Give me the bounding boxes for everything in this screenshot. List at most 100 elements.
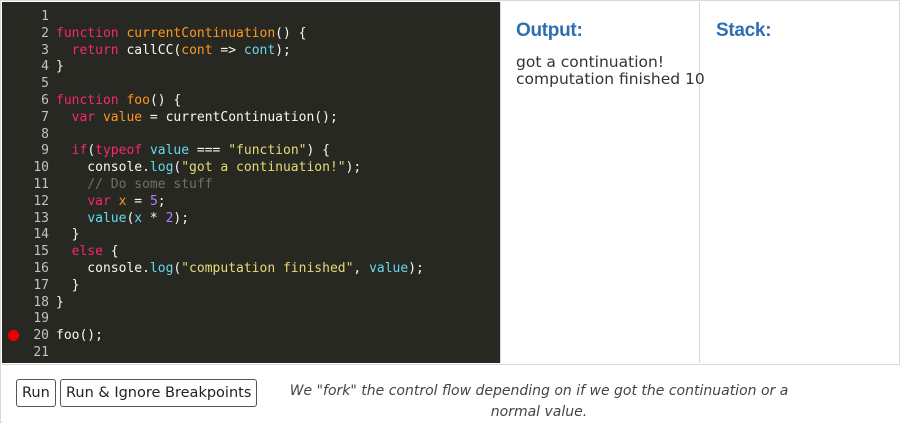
code-token: "got a continuation!" [181,160,346,175]
code-token: value [369,261,409,276]
line-number[interactable]: 7 [41,110,49,125]
code-token: cont [243,43,276,58]
code-text: function foo() { [56,92,181,109]
code-token: currentContinuation [126,26,276,41]
panel-divider [699,2,700,363]
code-token: ); [408,261,424,276]
run-ignore-breakpoints-button[interactable]: Run & Ignore Breakpoints [60,379,258,407]
line-number[interactable]: 12 [33,194,49,209]
code-token: 2 [165,211,174,226]
code-line: 21 [2,344,500,361]
line-number[interactable]: 16 [33,261,49,276]
line-number[interactable]: 2 [41,26,49,41]
code-token: foo(); [56,328,103,343]
line-number[interactable]: 11 [33,177,49,192]
controls-bar: Run Run & Ignore Breakpoints We "fork" t… [2,364,900,423]
code-token [56,194,87,209]
run-button[interactable]: Run [16,379,56,407]
code-token: 5 [149,194,158,209]
code-token: "function" [228,143,307,158]
code-token: = currentContinuation(); [142,110,338,125]
code-token: , [353,261,370,276]
code-token: callCC( [118,43,182,58]
code-token: } [56,278,80,293]
code-line: 1 [2,8,500,25]
code-token: var [87,194,111,209]
line-number[interactable]: 14 [33,227,49,242]
line-number[interactable]: 18 [33,295,49,310]
code-line: 10 console.log("got a continuation!"); [2,159,500,176]
line-number[interactable]: 1 [41,9,49,24]
code-token: } [56,227,80,242]
explanation-note: We "fork" the control flow depending on … [289,383,789,420]
code-token: * [142,211,166,226]
code-token [111,194,119,209]
code-token: ); [345,160,362,175]
code-token [56,43,72,58]
code-line: 5 [2,75,500,92]
code-line: 6 function foo() { [2,92,500,109]
line-number[interactable]: 21 [33,345,49,360]
code-line: 13 value(x * 2); [2,210,500,227]
code-line: 2 function currentContinuation() { [2,25,500,42]
code-token: x [134,211,143,226]
code-token: === [189,143,229,158]
code-line: 8 [2,126,500,143]
stack-title: Stack: [716,20,772,41]
line-number[interactable]: 19 [33,311,49,326]
code-token: ( [126,211,135,226]
line-number[interactable]: 20 [33,328,49,343]
stack-panel [700,51,898,361]
line-number[interactable]: 17 [33,278,49,293]
output-line: computation finished 10 [516,70,705,88]
code-line: 11 // Do some stuff [2,176,500,193]
code-text: var x = 5; [56,193,166,210]
code-token [95,110,103,125]
code-text: } [56,277,80,294]
code-text: console.log("computation finished", valu… [56,260,424,277]
line-number[interactable]: 3 [41,43,49,58]
code-token: ( [173,261,182,276]
line-number[interactable]: 15 [33,244,49,259]
code-text: function currentContinuation() { [56,25,306,42]
code-line: 15 else { [2,243,500,260]
panel-divider [500,2,501,363]
code-text: var value = currentContinuation(); [56,109,338,126]
code-line: 9 if(typeof value === "function") { [2,142,500,159]
code-token: => [212,43,244,58]
code-token: typeof [95,143,143,158]
code-token [56,211,87,226]
code-text: } [56,226,80,243]
line-number[interactable]: 6 [41,93,49,108]
output-line: got a continuation! [516,53,665,71]
code-token: ) { [306,143,330,158]
code-token: () { [149,93,182,108]
code-token: ); [275,43,291,58]
code-token: // Do some stuff [56,177,213,192]
line-number[interactable]: 5 [41,76,49,91]
code-text: else { [56,243,119,260]
code-line: 12 var x = 5; [2,193,500,210]
line-number[interactable]: 9 [41,143,49,158]
line-number[interactable]: 10 [33,160,49,175]
code-token: log [149,160,174,175]
code-token: foo [126,93,150,108]
code-line: 4} [2,58,500,75]
breakpoint-marker-icon[interactable] [8,330,19,341]
code-token: function [56,93,119,108]
code-token: value [149,143,190,158]
code-text: if(typeof value === "function") { [56,142,330,159]
line-number[interactable]: 8 [41,127,49,142]
code-token: ; [157,194,166,209]
code-token: ( [173,160,182,175]
code-token: var [71,110,96,125]
line-number[interactable]: 4 [41,59,49,74]
code-line: 16 console.log("computation finished", v… [2,260,500,277]
code-token: () { [275,26,307,41]
code-token: ); [173,211,190,226]
line-number[interactable]: 13 [33,211,49,226]
code-token: return [71,43,119,58]
code-token: function [56,26,119,41]
